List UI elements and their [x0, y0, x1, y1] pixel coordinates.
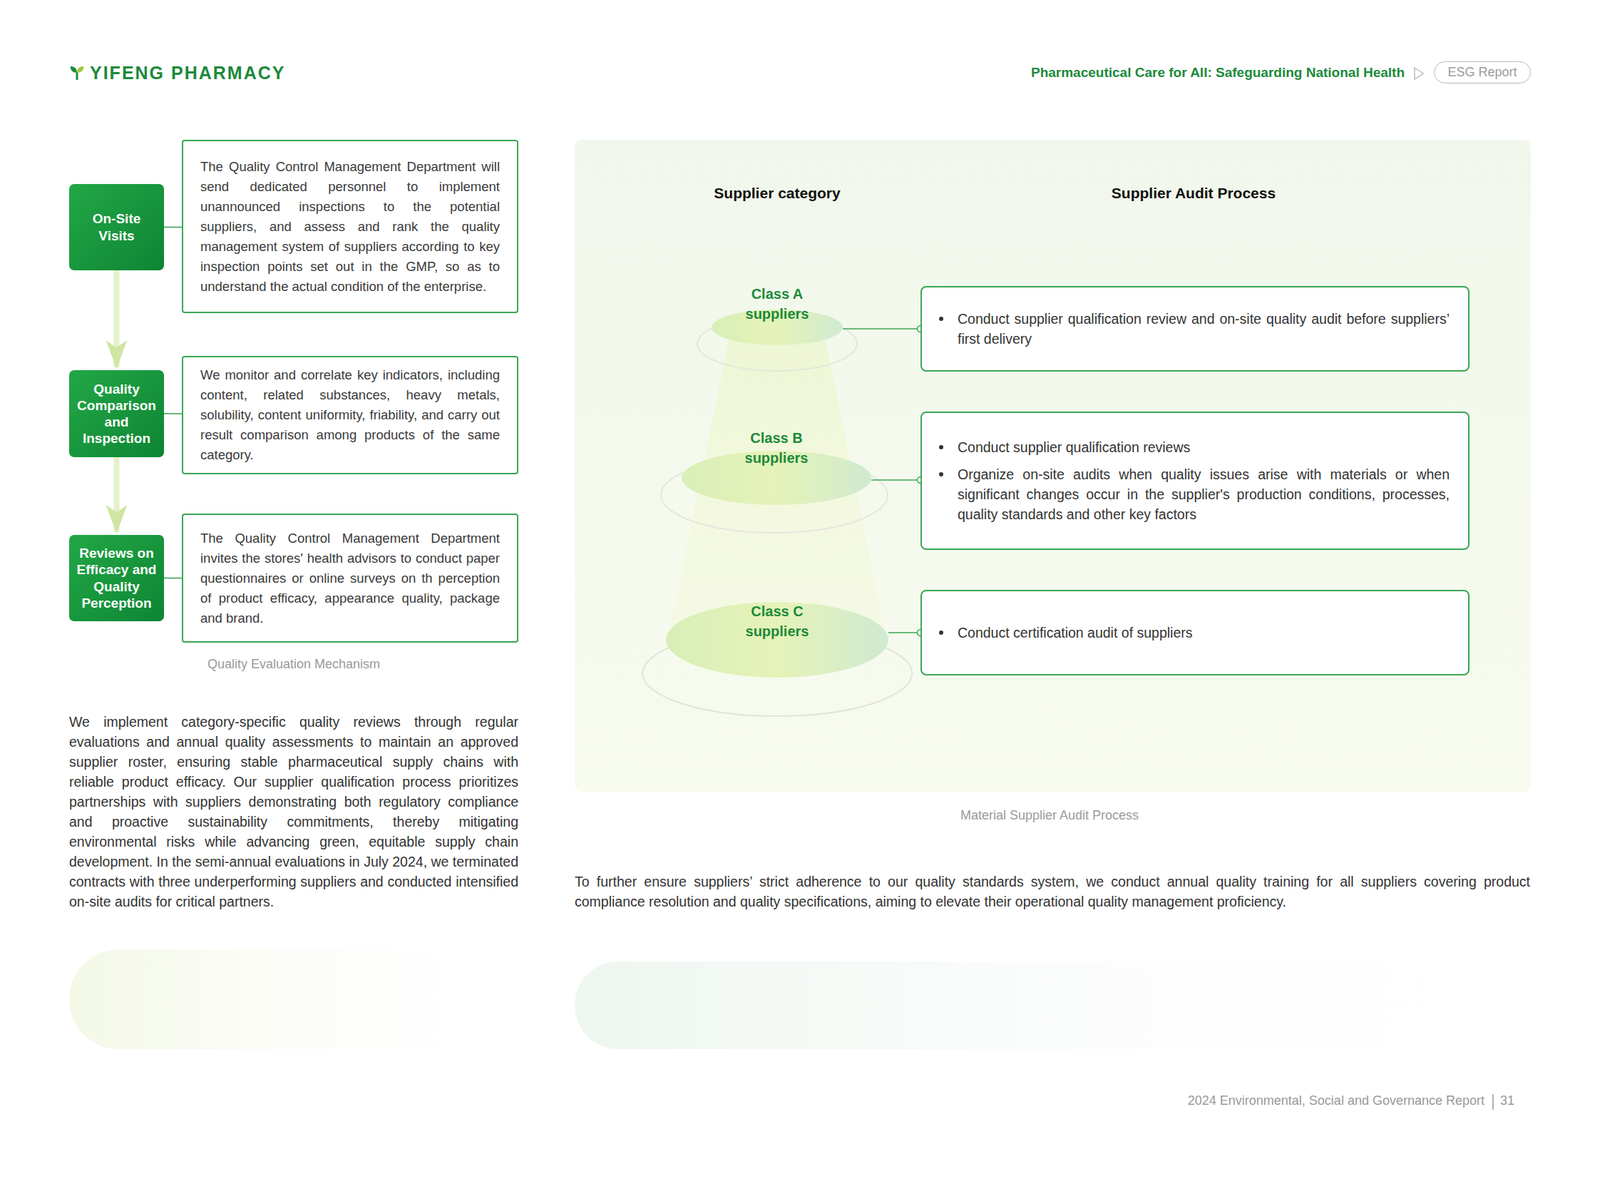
step-box: Reviews on Efficacy and Quality Percepti…: [69, 534, 164, 622]
description-box: The Quality Control Management Departmen…: [181, 139, 519, 314]
bullet-dot: [939, 630, 944, 635]
bullet-row: Organize on-site audits when quality iss…: [939, 464, 1450, 525]
cone-beam: [666, 329, 888, 646]
tag-text: ESG Report: [1447, 64, 1517, 80]
description-box: We monitor and correlate key indicators,…: [181, 355, 519, 475]
bullet-row: Conduct certification audit of suppliers: [939, 622, 1450, 643]
class-label: Class B suppliers: [733, 427, 820, 468]
logo-leaf: [70, 66, 84, 80]
bullet-row: Conduct supplier qualification review an…: [939, 308, 1450, 349]
brand-name: YIFENG PHARMACY: [89, 62, 319, 84]
panel-ground: [574, 139, 1531, 792]
connector-line: [163, 412, 182, 415]
flow-arrow: [114, 270, 120, 368]
class-ellipse: Class A suppliers: [711, 283, 843, 363]
column-heading: Supplier Audit Process: [1050, 184, 1337, 202]
description-text: We monitor and correlate key indicators,…: [200, 365, 500, 465]
description-text: The Quality Control Management Departmen…: [200, 528, 500, 629]
footer-separator: [1492, 1093, 1494, 1110]
header-triangle: [1414, 67, 1424, 80]
body-paragraph: We implement category-specific quality r…: [69, 711, 519, 912]
figure-caption: Quality Evaluation Mechanism: [151, 656, 437, 672]
bullet-text: Conduct supplier qualification reviews: [957, 437, 1450, 458]
class-label: Class C suppliers: [734, 601, 820, 641]
bullet-row: Conduct supplier qualification reviews: [939, 437, 1450, 458]
audit-box: Conduct certification audit of suppliers: [920, 589, 1470, 676]
bullet-dot: [939, 444, 944, 450]
connector-line: [871, 479, 921, 481]
flow-arrow: [114, 457, 120, 532]
figure-caption: Material Supplier Audit Process: [906, 807, 1193, 823]
step-title: Reviews on Efficacy and Quality Percepti…: [74, 544, 159, 612]
class-ellipse: Class B suppliers: [681, 427, 872, 507]
step-title: Quality Comparison and Inspection: [74, 380, 159, 448]
connector-line: [163, 226, 182, 229]
bullet-text: Conduct supplier qualification review an…: [957, 308, 1450, 349]
description-box: The Quality Control Management Departmen…: [181, 513, 519, 643]
bullet-text: Conduct certification audit of suppliers: [957, 622, 1450, 643]
column-heading: Supplier category: [670, 184, 885, 202]
bullet-dot: [939, 472, 944, 477]
class-ellipse: Class C suppliers: [665, 601, 889, 680]
connector-line: [842, 327, 921, 330]
class-label: Class A suppliers: [734, 283, 820, 324]
bullet-text: Organize on-site audits when quality iss…: [957, 464, 1450, 525]
page-number: 31: [1500, 1093, 1529, 1109]
footer-text: 2024 Environmental, Social and Governanc…: [1127, 1093, 1485, 1109]
class-disc: [665, 601, 889, 678]
deco-band: [574, 961, 1573, 1049]
connector-line: [888, 631, 921, 634]
step-title: On-Site Visits: [74, 210, 159, 244]
bullet-dot: [939, 316, 944, 321]
tag-pill: ESG Report: [1433, 61, 1531, 84]
deco-band: [69, 949, 526, 1049]
header-title: Pharmaceutical Care for All: Safeguardin…: [983, 64, 1405, 81]
connector-line: [163, 577, 182, 579]
step-box: Quality Comparison and Inspection: [69, 370, 164, 458]
audit-box: Conduct supplier qualification reviewsOr…: [920, 411, 1470, 550]
audit-box: Conduct supplier qualification review an…: [920, 285, 1470, 372]
description-text: The Quality Control Management Departmen…: [200, 156, 500, 297]
step-box: On-Site Visits: [69, 183, 164, 271]
body-paragraph: To further ensure suppliers’ strict adhe…: [574, 871, 1531, 912]
